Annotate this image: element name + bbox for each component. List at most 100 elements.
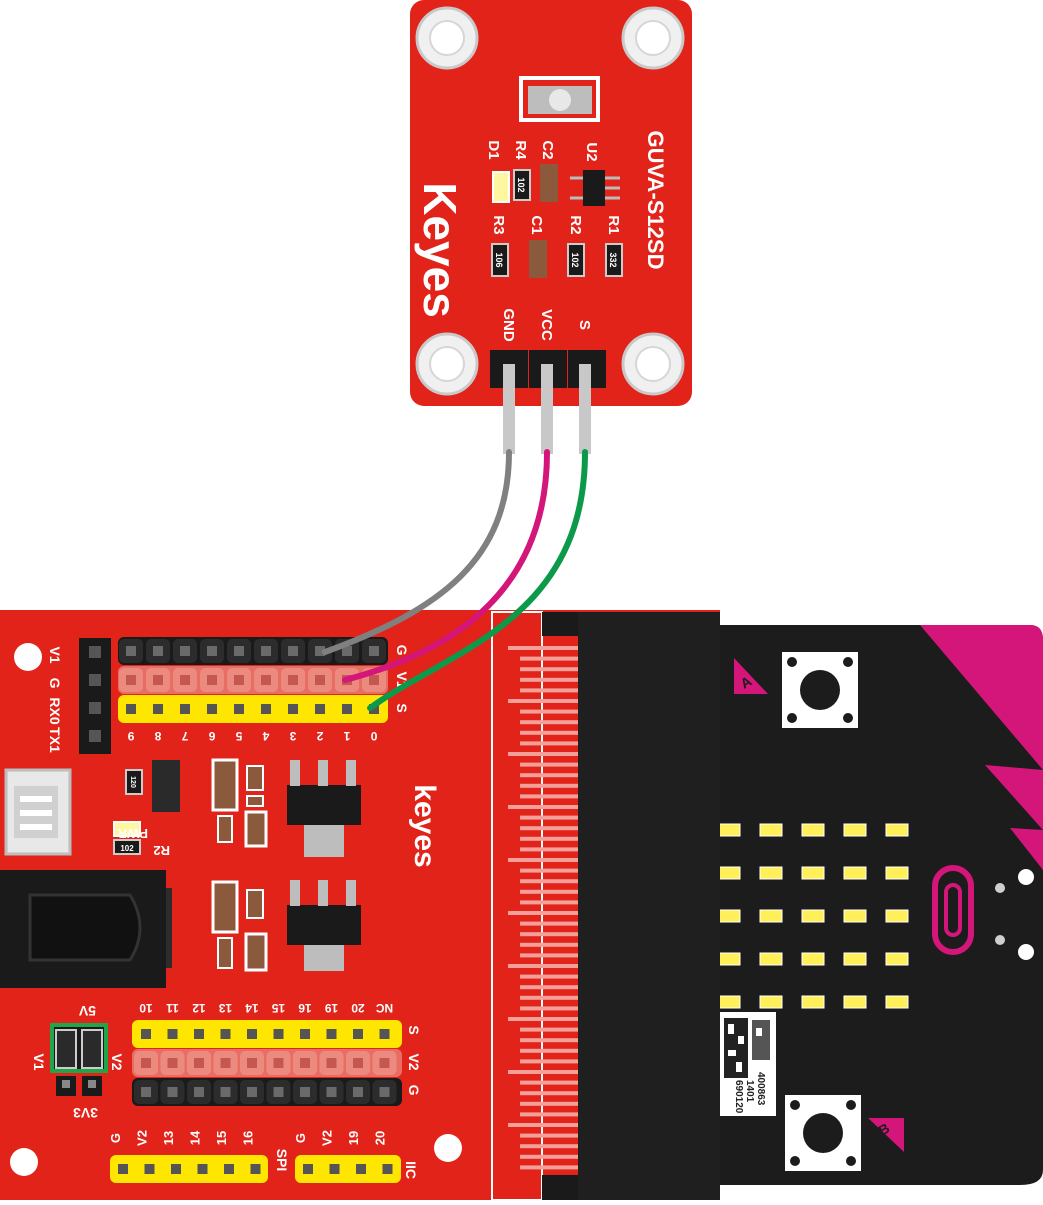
top-pin-number: 6 bbox=[208, 729, 215, 743]
bottom-row-label-g: G bbox=[406, 1085, 422, 1096]
edge-finger bbox=[508, 1123, 578, 1127]
uart-label-tx1: TX1 bbox=[47, 727, 63, 753]
spi-pin bbox=[217, 1157, 241, 1181]
header-pin-g bbox=[293, 1080, 317, 1104]
u2-chip bbox=[583, 170, 605, 206]
edge-finger bbox=[508, 858, 578, 862]
led bbox=[759, 823, 783, 837]
edge-finger bbox=[520, 826, 578, 831]
edge-finger bbox=[520, 1006, 578, 1011]
led bbox=[885, 952, 909, 966]
header-pin-s bbox=[200, 697, 224, 721]
top-pin-number: 9 bbox=[127, 729, 134, 743]
resistor bbox=[125, 769, 143, 795]
header-pin-v1 bbox=[308, 668, 332, 692]
top-pin-number: 7 bbox=[181, 729, 188, 743]
header-pin-s bbox=[240, 1022, 264, 1046]
r3-code: 106 bbox=[494, 252, 504, 267]
led bbox=[801, 952, 825, 966]
d1-led bbox=[492, 171, 510, 203]
edge-finger bbox=[520, 709, 578, 714]
header-pin-g bbox=[372, 1080, 397, 1104]
spi-pin-label: G bbox=[108, 1133, 123, 1143]
button-a[interactable] bbox=[782, 652, 858, 728]
header-pin-s bbox=[119, 697, 143, 721]
edge-finger bbox=[520, 720, 578, 725]
bottom-pin-number: 19 bbox=[325, 1001, 339, 1015]
edge-finger bbox=[520, 879, 578, 884]
edge-finger bbox=[520, 1101, 578, 1106]
pin-s-label: S bbox=[576, 320, 593, 330]
edge-finger bbox=[520, 794, 578, 799]
u2-label: U2 bbox=[583, 142, 600, 161]
edge-finger bbox=[520, 1144, 578, 1149]
header-pin-g bbox=[266, 1080, 291, 1104]
spi-pin-label: 15 bbox=[214, 1131, 229, 1145]
edge-finger bbox=[520, 868, 578, 873]
edge-finger bbox=[520, 688, 578, 693]
sensor-model: GUVA-S12SD bbox=[643, 131, 668, 270]
spi-pin-label: 14 bbox=[188, 1130, 203, 1145]
header-pin-g bbox=[308, 639, 332, 663]
header-pin-s bbox=[213, 1022, 238, 1046]
edge-finger bbox=[520, 974, 578, 979]
jst-connector bbox=[4, 768, 72, 856]
top-pin-number: 1 bbox=[343, 729, 350, 743]
edge-finger bbox=[508, 752, 578, 756]
microbit-logo-stripe bbox=[985, 765, 1043, 830]
header-pin-g bbox=[346, 1080, 370, 1104]
power-jumper[interactable] bbox=[50, 1023, 108, 1096]
r4-label: R4 bbox=[512, 140, 529, 160]
button-b-marker bbox=[868, 1118, 904, 1152]
edge-finger bbox=[508, 964, 578, 968]
edge-finger bbox=[520, 783, 578, 788]
header-pin-g bbox=[362, 639, 386, 663]
led bbox=[801, 823, 825, 837]
led bbox=[759, 952, 783, 966]
capacitor-group bbox=[211, 880, 268, 972]
pin-vcc-label: VCC bbox=[538, 309, 555, 341]
led bbox=[717, 866, 741, 880]
jumper-5v-label: 5V bbox=[78, 1003, 96, 1019]
top-gpio-header bbox=[118, 637, 388, 723]
led bbox=[801, 909, 825, 923]
signal-wire bbox=[367, 449, 588, 711]
touch-logo[interactable] bbox=[932, 865, 974, 955]
iic-pin bbox=[375, 1157, 400, 1181]
spi-pin bbox=[111, 1157, 135, 1181]
button-b[interactable] bbox=[785, 1095, 861, 1171]
edge-finger bbox=[508, 1017, 578, 1021]
r2-resistor bbox=[113, 839, 141, 855]
bottom-pin-number: 15 bbox=[272, 1001, 286, 1015]
header-pin-v2 bbox=[319, 1051, 344, 1075]
edge-finger bbox=[520, 921, 578, 926]
header-pin bbox=[579, 364, 591, 454]
edge-connector-fingers bbox=[508, 646, 578, 1170]
resistor-code-small: 120 bbox=[129, 776, 136, 788]
header-pin-s bbox=[346, 1022, 370, 1046]
bottom-pin-number: NC bbox=[376, 1001, 394, 1015]
bottom-row-label-s: S bbox=[406, 1025, 422, 1034]
edge-finger bbox=[520, 953, 578, 958]
header-pin-s bbox=[335, 697, 359, 721]
qr-label: 400863 1401 690120 bbox=[718, 1012, 776, 1116]
header-pin-g bbox=[160, 1080, 185, 1104]
connector-clip bbox=[542, 612, 580, 636]
header-pin-g bbox=[173, 639, 197, 663]
microbit-body bbox=[700, 625, 1043, 1185]
r1-resistor bbox=[605, 243, 623, 277]
iic-pin-label: 20 bbox=[373, 1131, 388, 1145]
mounting-hole bbox=[10, 1148, 38, 1176]
header-pin-v2 bbox=[213, 1051, 238, 1075]
spi-header bbox=[110, 1155, 268, 1183]
header-pin-s bbox=[187, 1022, 211, 1046]
mounting-hole bbox=[621, 6, 685, 70]
c2-label: C2 bbox=[539, 140, 556, 159]
header-pin-g bbox=[319, 1080, 344, 1104]
edge-finger bbox=[520, 1091, 578, 1096]
r3-label: R3 bbox=[490, 215, 507, 234]
edge-finger bbox=[520, 1048, 578, 1053]
r4-code: 102 bbox=[516, 177, 526, 192]
led bbox=[717, 909, 741, 923]
